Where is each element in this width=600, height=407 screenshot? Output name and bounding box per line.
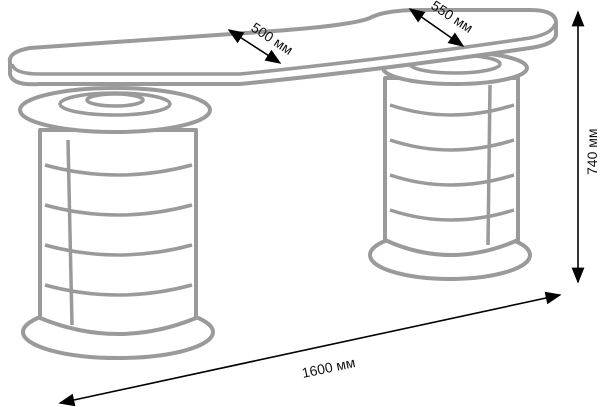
dimension-label-1600: 1600 мм [300,354,356,381]
left-pedestal [18,86,215,360]
dimension-740: 740 мм [571,10,600,284]
dimension-label-740: 740 мм [584,129,600,176]
right-pedestal [368,50,532,281]
